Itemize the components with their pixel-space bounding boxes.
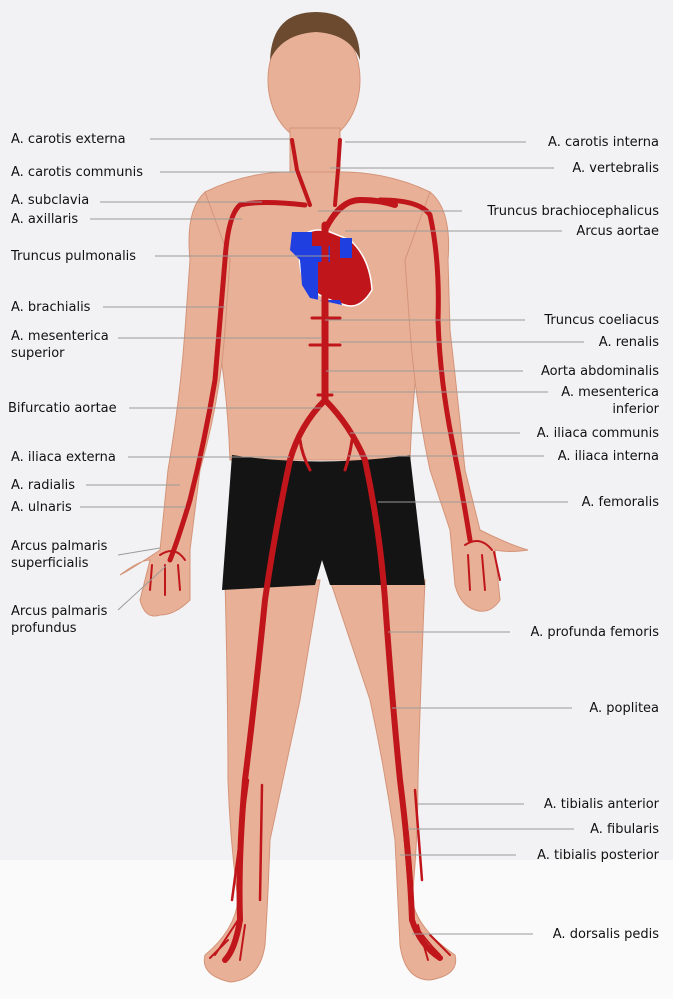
iliaca-interna — [298, 438, 354, 472]
label-profunda-femoris: A. profunda femoris — [530, 625, 659, 640]
label-mesenterica-superior: A. mesenterica superior — [11, 328, 109, 362]
label-truncus-pulmonalis: Truncus pulmonalis — [11, 249, 137, 264]
label-tibialis-anterior: A. tibialis anterior — [543, 797, 659, 812]
label-tibialis-posterior: A. tibialis posterior — [537, 848, 659, 863]
label-bifurcatio-aortae: Bifurcatio aortae — [8, 401, 117, 416]
artery-hand-right — [464, 540, 501, 591]
label-femoralis: A. femoralis — [581, 495, 659, 510]
label-renalis: A. renalis — [598, 335, 659, 350]
label-arcus-palmaris-profundus: Arcus palmaris profundus — [11, 603, 107, 637]
pulmonary-vein — [340, 238, 352, 258]
artery-foot-left — [209, 919, 246, 961]
label-brachialis: A. brachialis — [11, 300, 91, 315]
label-poplitea: A. poplitea — [589, 701, 659, 716]
label-carotis-externa: A. carotis externa — [11, 132, 126, 147]
body-silhouette — [119, 12, 529, 983]
artery-arm-right — [377, 197, 473, 543]
label-line: profundus — [11, 621, 77, 636]
artery-foot-right — [411, 919, 451, 961]
arm-right — [404, 191, 529, 612]
leader-arcus-profundus — [117, 565, 167, 611]
label-truncus-brachiocephalicus: Truncus brachiocephalicus — [487, 204, 659, 219]
shorts — [222, 455, 425, 590]
heart-right-venous — [290, 232, 342, 305]
lower-leg-branches-left — [230, 778, 264, 902]
leg-left — [203, 579, 321, 983]
carotis-communis-right — [333, 138, 342, 207]
hair — [270, 12, 360, 60]
label-iliaca-externa: A. iliaca externa — [11, 450, 116, 465]
artery-arm-left — [167, 200, 308, 563]
label-aorta-abdominalis: Aorta abdominalis — [540, 364, 659, 379]
label-line: superior — [11, 346, 65, 361]
label-truncus-coeliacus: Truncus coeliacus — [544, 313, 659, 328]
floor — [0, 860, 673, 999]
label-mesenterica-inferior: A. mesenterica inferior — [561, 384, 659, 418]
visceral-branches — [308, 316, 342, 397]
label-arcus-palmaris-superficialis: Arcus palmaris superficialis — [11, 538, 107, 572]
carotis-communis-left — [290, 138, 312, 207]
lower-leg-branches-right — [398, 778, 424, 902]
label-ulnaris: A. ulnaris — [11, 500, 72, 515]
label-subclavia: A. subclavia — [11, 193, 90, 208]
artery-hand-left — [149, 550, 186, 596]
arm-left — [119, 191, 231, 617]
label-line: A. mesenterica — [11, 329, 109, 344]
label-line: Arcus palmaris — [11, 604, 108, 619]
label-line: Arcus palmaris — [11, 539, 108, 554]
leader-arcus-superficialis — [117, 547, 161, 556]
leader-lines — [80, 138, 584, 935]
label-line: A. mesenterica — [561, 385, 659, 400]
label-dorsalis-pedis: A. dorsalis pedis — [552, 927, 659, 942]
artery-leg-left — [222, 397, 328, 963]
label-line: superficialis — [11, 556, 89, 571]
label-vertebralis: A. vertebralis — [572, 161, 659, 176]
leg-right — [329, 579, 457, 981]
label-line: inferior — [612, 402, 659, 417]
label-iliaca-interna: A. iliaca interna — [557, 449, 659, 464]
arterial-tree — [149, 138, 501, 963]
label-radialis: A. radialis — [11, 478, 76, 493]
label-axillaris: A. axillaris — [11, 212, 79, 227]
label-carotis-communis: A. carotis communis — [11, 165, 143, 180]
label-iliaca-communis: A. iliaca communis — [536, 426, 659, 441]
label-fibularis: A. fibularis — [590, 822, 659, 837]
label-arcus-aortae: Arcus aortae — [576, 224, 659, 239]
label-carotis-interna: A. carotis interna — [548, 135, 659, 150]
